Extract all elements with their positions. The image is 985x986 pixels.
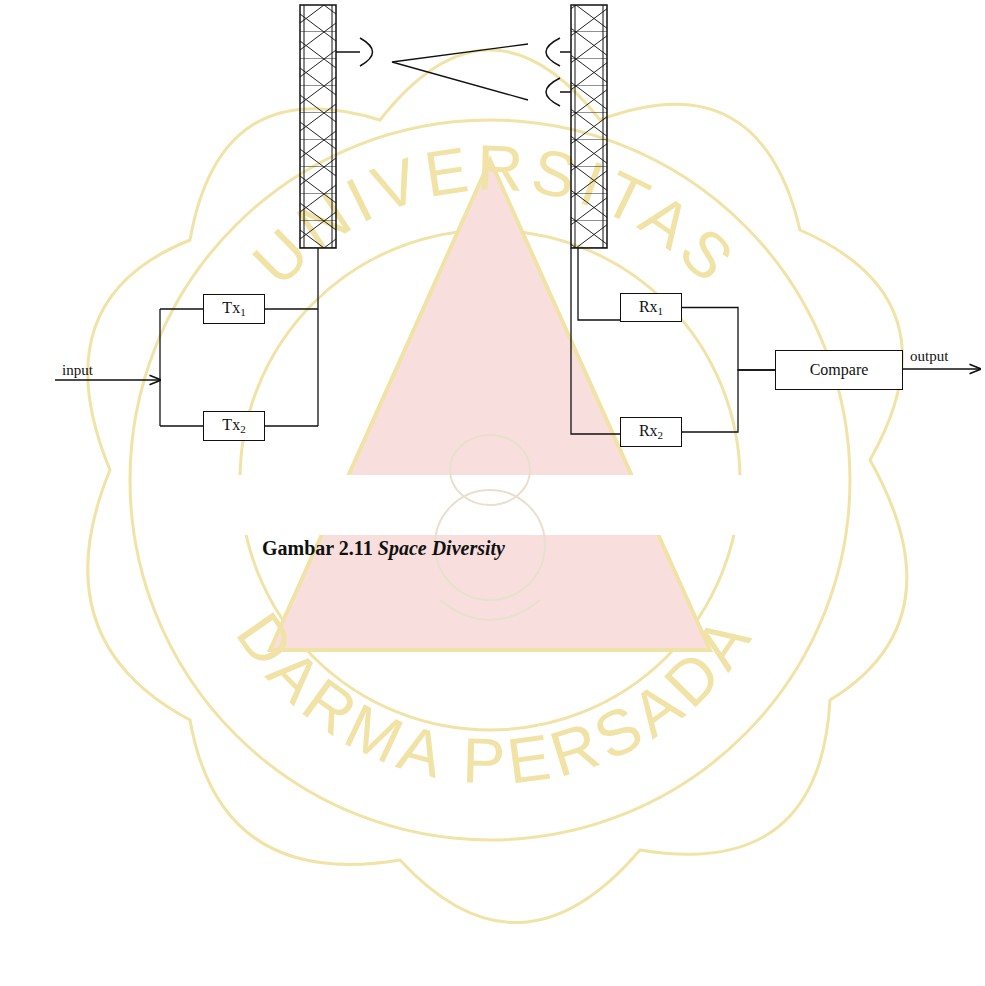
box-label: Tx2 (222, 417, 245, 435)
radio-path (392, 44, 528, 100)
process-box: Tx2 (203, 411, 265, 441)
signal-label: output (910, 349, 948, 364)
watermark-text: DARMA PERSADA (222, 600, 767, 798)
watermark-outline (88, 50, 907, 923)
watermark-figure (435, 435, 545, 620)
antenna-tower (571, 5, 607, 248)
box-label: Tx1 (222, 300, 245, 318)
antenna-tower (300, 5, 336, 248)
process-box: Compare (775, 350, 903, 390)
figure-caption: Gambar 2.11 Space Diversity (262, 538, 505, 558)
box-label: Compare (810, 362, 869, 378)
process-box: Rx1 (620, 293, 682, 322)
watermark-text: DARMA PERSADA (222, 600, 767, 798)
box-label: Rx1 (639, 299, 663, 317)
signal-wire (682, 308, 775, 371)
process-box: Tx1 (203, 294, 265, 324)
box-label: Rx2 (639, 423, 663, 441)
signal-wire (682, 370, 775, 432)
wire (55, 248, 980, 434)
dish-antenna (336, 38, 571, 106)
process-box: Rx2 (620, 417, 682, 447)
signal-label: input (62, 363, 93, 378)
